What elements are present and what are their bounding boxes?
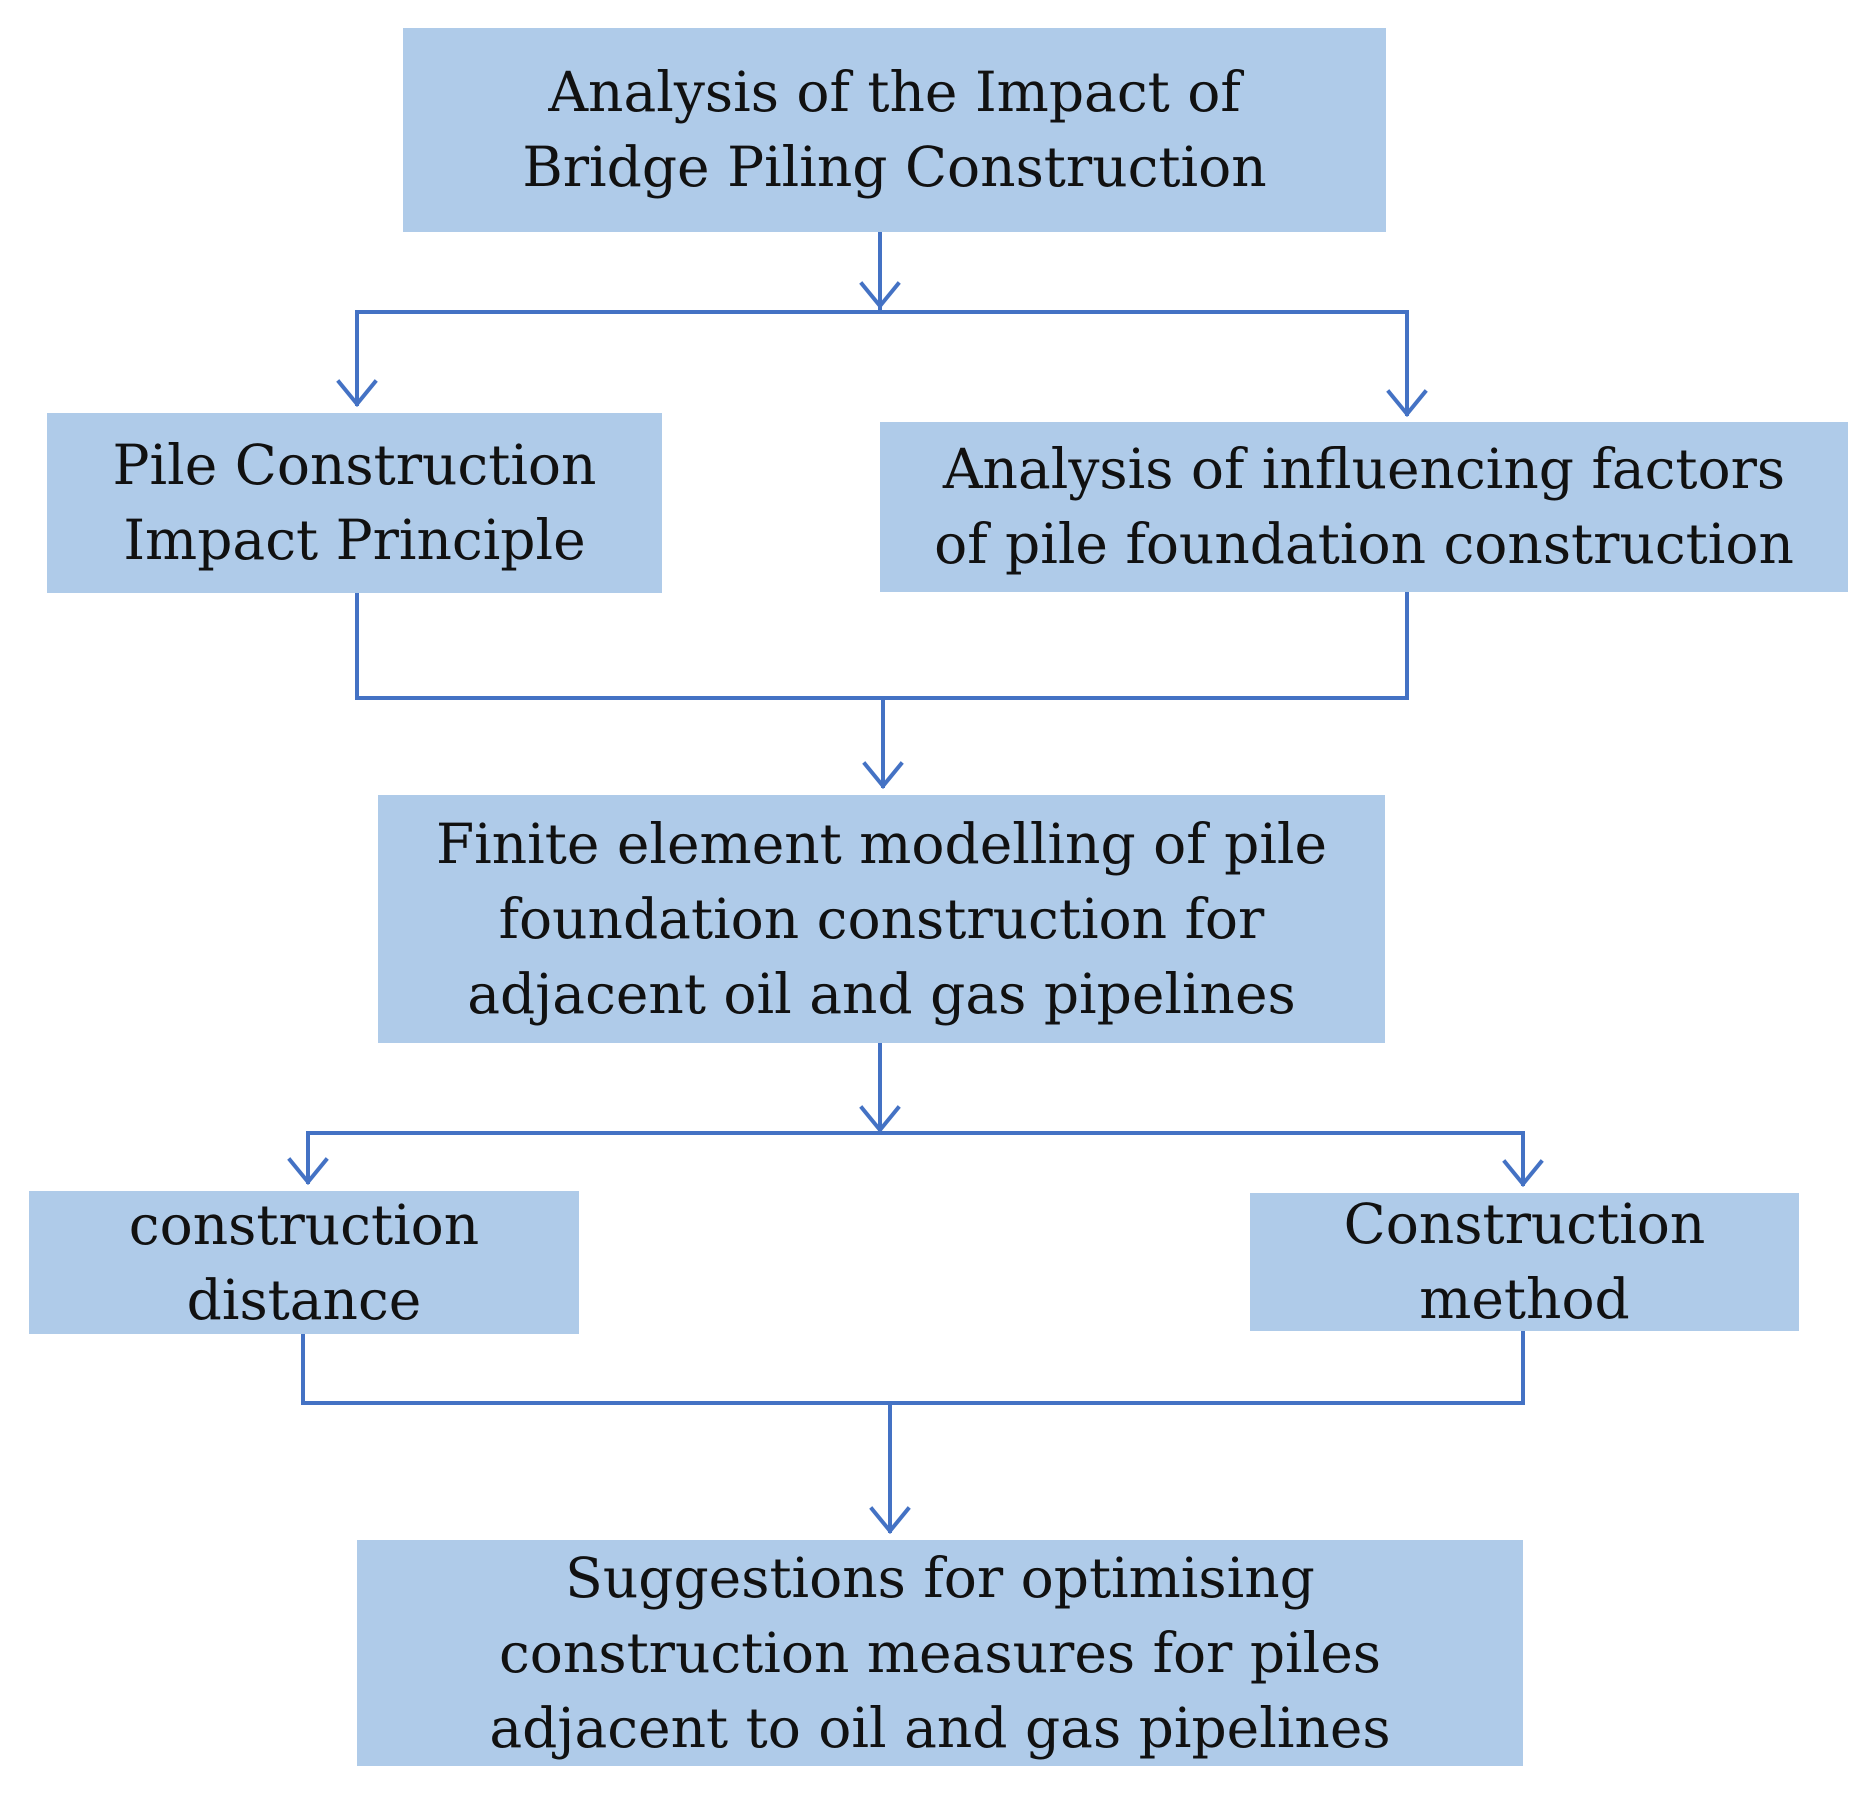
arrowhead-icon <box>862 761 904 790</box>
node-text-line: Impact Principle <box>123 508 586 572</box>
node-text-line: Analysis of the Impact of <box>548 60 1241 124</box>
node-impact-analysis: Analysis of the Impact of Bridge Piling … <box>403 28 1386 232</box>
node-text-line: adjacent oil and gas pipelines <box>467 961 1296 1026</box>
node-text-line: Analysis of influencing factors <box>942 437 1786 501</box>
node-text-line: method <box>1419 1267 1630 1331</box>
node-construction-method: Construction method <box>1250 1192 1799 1331</box>
node-text-line: Construction <box>1343 1192 1706 1256</box>
arrowhead-icon <box>859 281 901 310</box>
node-text-line: construction <box>128 1192 480 1257</box>
arrowhead-icon <box>869 1506 911 1535</box>
node-construction-distance: construction distance <box>29 1191 579 1334</box>
node-influencing-factors: Analysis of influencing factors of pile … <box>880 422 1848 592</box>
arrowhead-icon <box>336 379 378 408</box>
arrowhead-icon <box>287 1157 329 1186</box>
node-text-line: Bridge Piling Construction <box>522 135 1267 199</box>
node-text-line: distance <box>186 1267 422 1332</box>
node-finite-element-modelling: Finite element modelling of pile foundat… <box>378 795 1385 1043</box>
arrowhead-icon <box>859 1105 901 1134</box>
node-text-line: of pile foundation construction <box>934 512 1794 576</box>
node-impact-principle: Pile Construction Impact Principle <box>47 413 662 593</box>
connector-merge-1 <box>355 590 1409 700</box>
node-text-line: Pile Construction <box>112 433 597 497</box>
node-text-line: adjacent to oil and gas pipelines <box>489 1695 1391 1760</box>
node-text-line: foundation construction for <box>498 886 1265 951</box>
node-text-line: Suggestions for optimising <box>565 1545 1315 1610</box>
node-text-line: Finite element modelling of pile <box>435 811 1328 876</box>
connector-merge-2 <box>301 1329 1525 1405</box>
node-text-line: construction measures for piles <box>499 1620 1381 1685</box>
arrowhead-icon <box>1386 389 1428 418</box>
node-optimisation-suggestions: Suggestions for optimising construction … <box>357 1540 1523 1766</box>
arrowhead-icon <box>1502 1159 1544 1188</box>
